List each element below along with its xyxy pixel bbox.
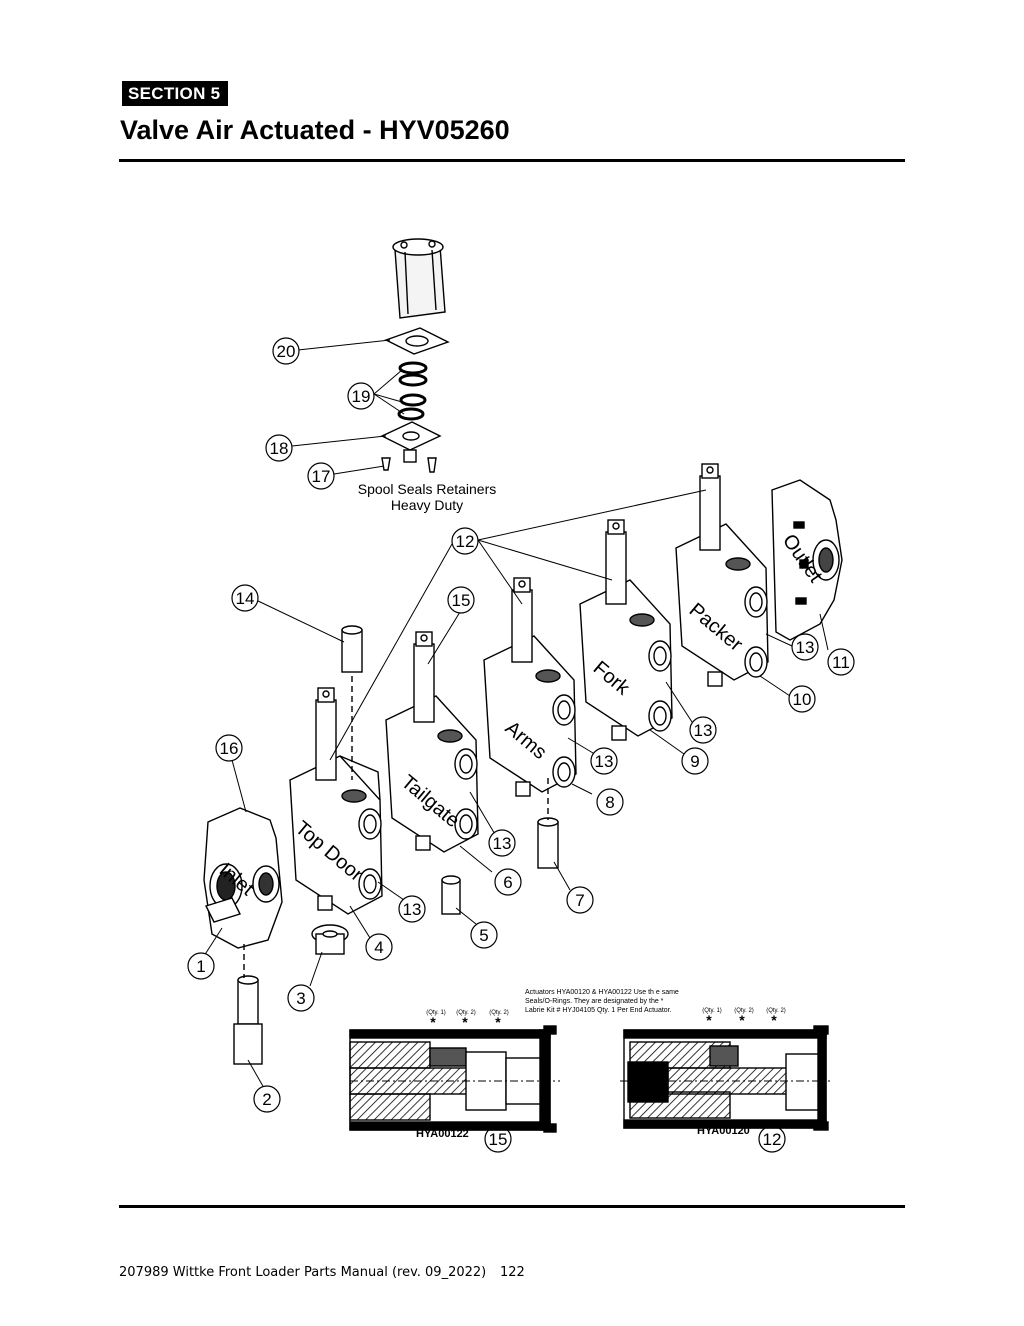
svg-text:(Qty. 1): (Qty. 1) — [426, 1010, 446, 1016]
callout-5: 5 — [479, 926, 488, 945]
leader-lines — [203, 339, 829, 1089]
actuator-left-part: HYA00122 — [416, 1128, 469, 1140]
callout-13: 13 — [595, 752, 614, 771]
callout-1: 1 — [196, 957, 205, 976]
svg-text:Seals/O-Rings. They are design: Seals/O-Rings. They are designated by th… — [525, 998, 664, 1005]
callout-13: 13 — [403, 900, 422, 919]
svg-text:(Qty. 2): (Qty. 2) — [456, 1010, 476, 1016]
callout-13: 13 — [796, 638, 815, 657]
actuator-right-part: HYA00120 — [697, 1125, 750, 1137]
callout-2: 2 — [262, 1090, 271, 1109]
svg-text:(Qty. 1): (Qty. 1) — [702, 1008, 722, 1014]
valve-section-arms — [483, 577, 577, 797]
svg-text:(Qty. 2): (Qty. 2) — [489, 1010, 509, 1016]
svg-text:*: * — [771, 1012, 777, 1028]
callout-11: 11 — [832, 653, 850, 672]
svg-text:*: * — [462, 1014, 468, 1030]
callout-10: 10 — [793, 690, 812, 709]
callout-19: 19 — [352, 387, 371, 406]
footer-rule — [119, 1205, 905, 1208]
inlet-housing — [203, 807, 283, 949]
callout-18: 18 — [270, 439, 289, 458]
callout-8: 8 — [605, 793, 614, 812]
callout-6: 6 — [503, 873, 512, 892]
svg-text:*: * — [495, 1014, 501, 1030]
valve-section-top-door — [289, 687, 383, 915]
callout-20: 20 — [277, 342, 296, 361]
actuator-note: Actuators HYA00120 & HYA00122 Use th e s… — [525, 989, 679, 1014]
actuator-section-hya00120 — [620, 1025, 830, 1131]
actuator-section-hya00122 — [349, 1025, 560, 1133]
footer-document-title: 207989 Wittke Front Loader Parts Manual … — [119, 1265, 487, 1280]
callout-7: 7 — [575, 891, 584, 910]
callout-4: 4 — [374, 938, 383, 957]
callout-numbers: 1 2 3 4 5 6 7 8 9 10 11 12 13 13 13 13 1… — [196, 342, 850, 1149]
page-number: 122 — [500, 1265, 525, 1280]
section-badge: SECTION 5 — [122, 81, 229, 106]
valve-section-packer — [675, 463, 769, 687]
callout-16: 16 — [220, 739, 239, 758]
svg-text:Actuators HYA00120 & HYA00122: Actuators HYA00120 & HYA00122 Use th e s… — [525, 989, 679, 996]
title-rule — [119, 159, 905, 162]
callout-circles — [187, 337, 855, 1153]
svg-text:*: * — [706, 1012, 712, 1028]
svg-text:(Qty. 2): (Qty. 2) — [766, 1008, 786, 1014]
loose-parts — [233, 625, 559, 1065]
outlet-cover — [771, 479, 843, 641]
seal-asterisks: * * * * * * — [430, 1012, 777, 1030]
callout-9: 9 — [690, 752, 699, 771]
callout-actuator-right: 12 — [763, 1130, 782, 1149]
callout-13: 13 — [493, 834, 512, 853]
valve-section-tailgate — [385, 631, 479, 853]
callout-14: 14 — [236, 589, 255, 608]
svg-text:*: * — [430, 1014, 436, 1030]
svg-text:(Qty. 2): (Qty. 2) — [734, 1008, 754, 1014]
qty-labels-right: (Qty. 1) (Qty. 2) (Qty. 2) — [702, 1008, 786, 1014]
callout-12: 12 — [456, 532, 475, 551]
callout-13: 13 — [694, 721, 713, 740]
callout-actuator-left: 15 — [489, 1130, 508, 1149]
svg-text:Spool Seals Retainers: Spool Seals Retainers — [358, 481, 497, 497]
callout-17: 17 — [312, 467, 331, 486]
svg-text:Heavy Duty: Heavy Duty — [391, 497, 463, 513]
svg-text:*: * — [739, 1012, 745, 1028]
qty-labels-left: (Qty. 1) (Qty. 2) (Qty. 2) — [426, 1010, 509, 1016]
air-actuator-assembly — [380, 238, 450, 473]
callout-3: 3 — [296, 989, 305, 1008]
spool-seals-note: Spool Seals Retainers Heavy Duty — [358, 481, 497, 513]
valve-section-fork — [579, 519, 673, 741]
callout-15: 15 — [452, 591, 471, 610]
svg-text:Labrie Kit # HYJ04105 Qty. 1: Labrie Kit # HYJ04105 Qty. 1 Per End Act… — [525, 1007, 672, 1014]
page-title: Valve Air Actuated - HYV05260 — [120, 115, 510, 145]
